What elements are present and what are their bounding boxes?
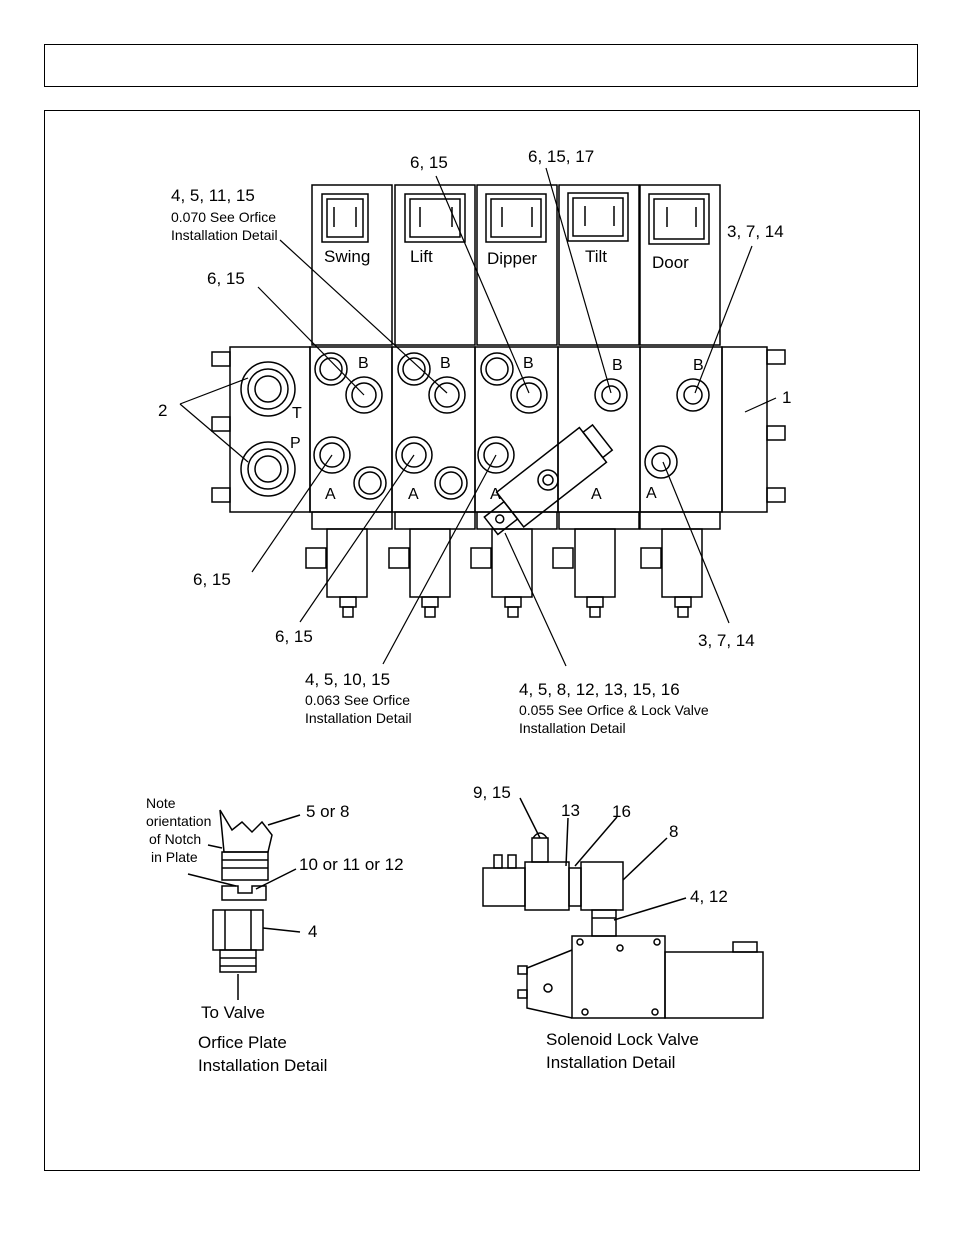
- section-label-tilt: Tilt: [585, 247, 607, 266]
- callout-3-7-14-bot: 3, 7, 14: [698, 631, 755, 650]
- port-label-p: P: [290, 435, 301, 452]
- port-label-a: A: [646, 485, 657, 502]
- callout-3-7-14-top: 3, 7, 14: [727, 222, 784, 241]
- callout-6-15-low1: 6, 15: [193, 570, 231, 589]
- leader-lines: [179, 167, 777, 667]
- orifice-note-3: of Notch: [149, 831, 201, 847]
- port-label-b: B: [358, 355, 369, 372]
- callout-0063-note-2: Installation Detail: [305, 710, 412, 726]
- port-labels: B B B B B T P A A A A A: [290, 355, 704, 503]
- orifice-note-2: orientation: [146, 813, 211, 829]
- callout-0070-note: 0.070 See Orfice: [171, 209, 276, 225]
- port-label-b: B: [523, 355, 534, 372]
- port-label-a: A: [591, 486, 602, 503]
- orifice-detail-title-1: Orfice Plate: [198, 1033, 287, 1052]
- callout-4-5-10-15: 4, 5, 10, 15: [305, 670, 390, 689]
- callout-16: 16: [612, 802, 631, 821]
- orifice-note-4: in Plate: [151, 849, 198, 865]
- callout-13: 13: [561, 801, 580, 820]
- port-label-a: A: [490, 486, 501, 503]
- valve-body: [211, 346, 786, 618]
- section-label-door: Door: [652, 253, 689, 272]
- orifice-plate-detail: [187, 809, 301, 1000]
- to-valve-label: To Valve: [201, 1003, 265, 1022]
- port-label-a: A: [408, 486, 419, 503]
- callout-0055-note-2: Installation Detail: [519, 720, 626, 736]
- section-label-swing: Swing: [324, 247, 370, 266]
- callout-0063-note: 0.063 See Orfice: [305, 692, 410, 708]
- lock-detail-title-1: Solenoid Lock Valve: [546, 1030, 699, 1049]
- orifice-note-1: Note: [146, 795, 176, 811]
- callout-4-12: 4, 12: [690, 887, 728, 906]
- callout-0070-note-2: Installation Detail: [171, 227, 278, 243]
- section-label-dipper: Dipper: [487, 249, 537, 268]
- callout-10-11-12: 10 or 11 or 12: [299, 855, 404, 874]
- callout-labels: 6, 15 6, 15, 17 4, 5, 11, 15 0.070 See O…: [158, 147, 791, 736]
- port-label-b: B: [440, 355, 451, 372]
- lock-detail-title-2: Installation Detail: [546, 1053, 675, 1072]
- callout-1: 1: [782, 388, 791, 407]
- callout-5-or-8: 5 or 8: [306, 802, 349, 821]
- section-label-lift: Lift: [410, 247, 433, 266]
- content-frame: [44, 110, 920, 1171]
- header-box: [44, 44, 918, 87]
- callout-6-15-top: 6, 15: [410, 153, 448, 172]
- port-label-a: A: [325, 486, 336, 503]
- callout-0055-note: 0.055 See Orfice & Lock Valve: [519, 702, 709, 718]
- orifice-detail-title-2: Installation Detail: [198, 1056, 327, 1075]
- callout-8: 8: [669, 822, 678, 841]
- port-label-b: B: [612, 357, 623, 374]
- solenoid-housings: [311, 184, 721, 346]
- callout-6-15-low2: 6, 15: [275, 627, 313, 646]
- orifice-detail-labels: Note orientation of Notch in Plate 5 or …: [146, 795, 404, 1075]
- callout-2: 2: [158, 401, 167, 420]
- callout-4-5-8-12: 4, 5, 8, 12, 13, 15, 16: [519, 680, 680, 699]
- callout-4-5-11-15: 4, 5, 11, 15: [171, 186, 255, 205]
- callout-4-orifice: 4: [308, 922, 317, 941]
- lock-detail-labels: 9, 15 13 16 8 4, 12 Solenoid Lock Valve …: [473, 783, 728, 1072]
- port-label-t: T: [292, 405, 302, 422]
- section-labels: Swing Lift Dipper Tilt Door: [324, 247, 689, 272]
- port-label-b: B: [693, 357, 704, 374]
- callout-6-15-17: 6, 15, 17: [528, 147, 594, 166]
- callout-6-15-left: 6, 15: [207, 269, 245, 288]
- callout-9-15: 9, 15: [473, 783, 511, 802]
- lock-valve-detail: [482, 797, 764, 1019]
